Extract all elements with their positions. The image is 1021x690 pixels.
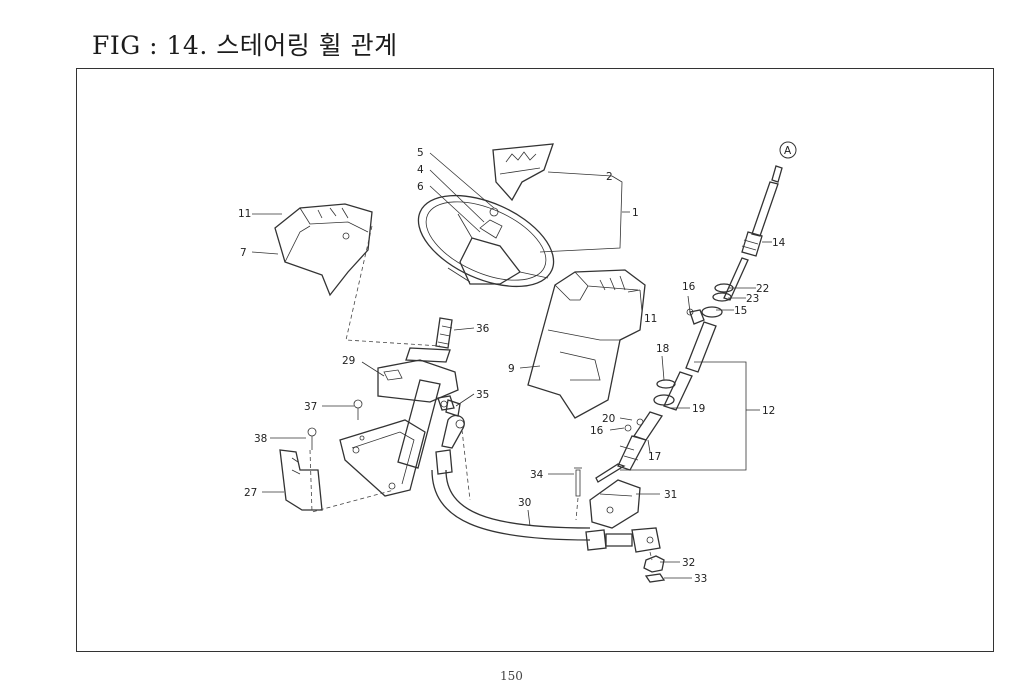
callout-16-bottom: 16: [590, 425, 604, 437]
callout-29: 29: [342, 355, 355, 367]
callout-38: 38: [254, 433, 267, 445]
callout-1: 1: [632, 207, 639, 219]
reference-marker-a: A: [779, 141, 797, 159]
part-horn-pad: [492, 143, 554, 202]
callout-2: 2: [606, 171, 613, 183]
callout-27: 27: [244, 487, 257, 499]
callout-11-left: 11: [238, 208, 251, 220]
callout-9: 9: [508, 363, 515, 375]
callout-15: 15: [734, 305, 747, 317]
part-left-cover: [274, 203, 373, 297]
callout-17: 17: [648, 451, 661, 463]
part-column-cover: [527, 269, 646, 419]
callout-labels: 5 4 6 2 1 11 7 11 16 14 22 23 15 36 18 2…: [238, 147, 786, 585]
leader-lines: [251, 152, 772, 579]
callout-19: 19: [692, 403, 705, 415]
diagram-frame: [76, 68, 994, 652]
callout-32: 32: [682, 557, 695, 569]
part-steering-cable: [431, 414, 661, 553]
callout-37: 37: [304, 401, 317, 413]
figure-title: FIG : 14. 스테어링 휠 관계: [92, 31, 398, 60]
part-column-shaft: [595, 165, 783, 483]
assembly-guide-lines: [309, 225, 653, 561]
callout-36: 36: [476, 323, 490, 335]
callout-7: 7: [240, 247, 247, 259]
part-nut-washer: [643, 555, 666, 583]
callout-11-right: 11: [644, 313, 657, 325]
callout-35: 35: [476, 389, 489, 401]
callout-23: 23: [746, 293, 759, 305]
svg-text:A: A: [784, 145, 792, 157]
callout-33: 33: [694, 573, 707, 585]
part-steering-column: [353, 317, 461, 469]
callout-14: 14: [772, 237, 786, 249]
callout-12: 12: [762, 405, 775, 417]
callout-31: 31: [664, 489, 677, 501]
callout-22: 22: [756, 283, 769, 295]
callout-20: 20: [602, 413, 615, 425]
callout-30: 30: [518, 497, 531, 509]
page-number: 150: [500, 669, 523, 683]
callout-6: 6: [417, 181, 424, 193]
callout-18: 18: [656, 343, 669, 355]
part-bracket: [279, 419, 426, 511]
callout-16-top: 16: [682, 281, 696, 293]
callout-5: 5: [417, 147, 424, 159]
callout-4: 4: [417, 164, 424, 176]
part-steering-wheel: [417, 194, 555, 288]
callout-34: 34: [530, 469, 544, 481]
part-mounting-plate: [574, 467, 641, 529]
